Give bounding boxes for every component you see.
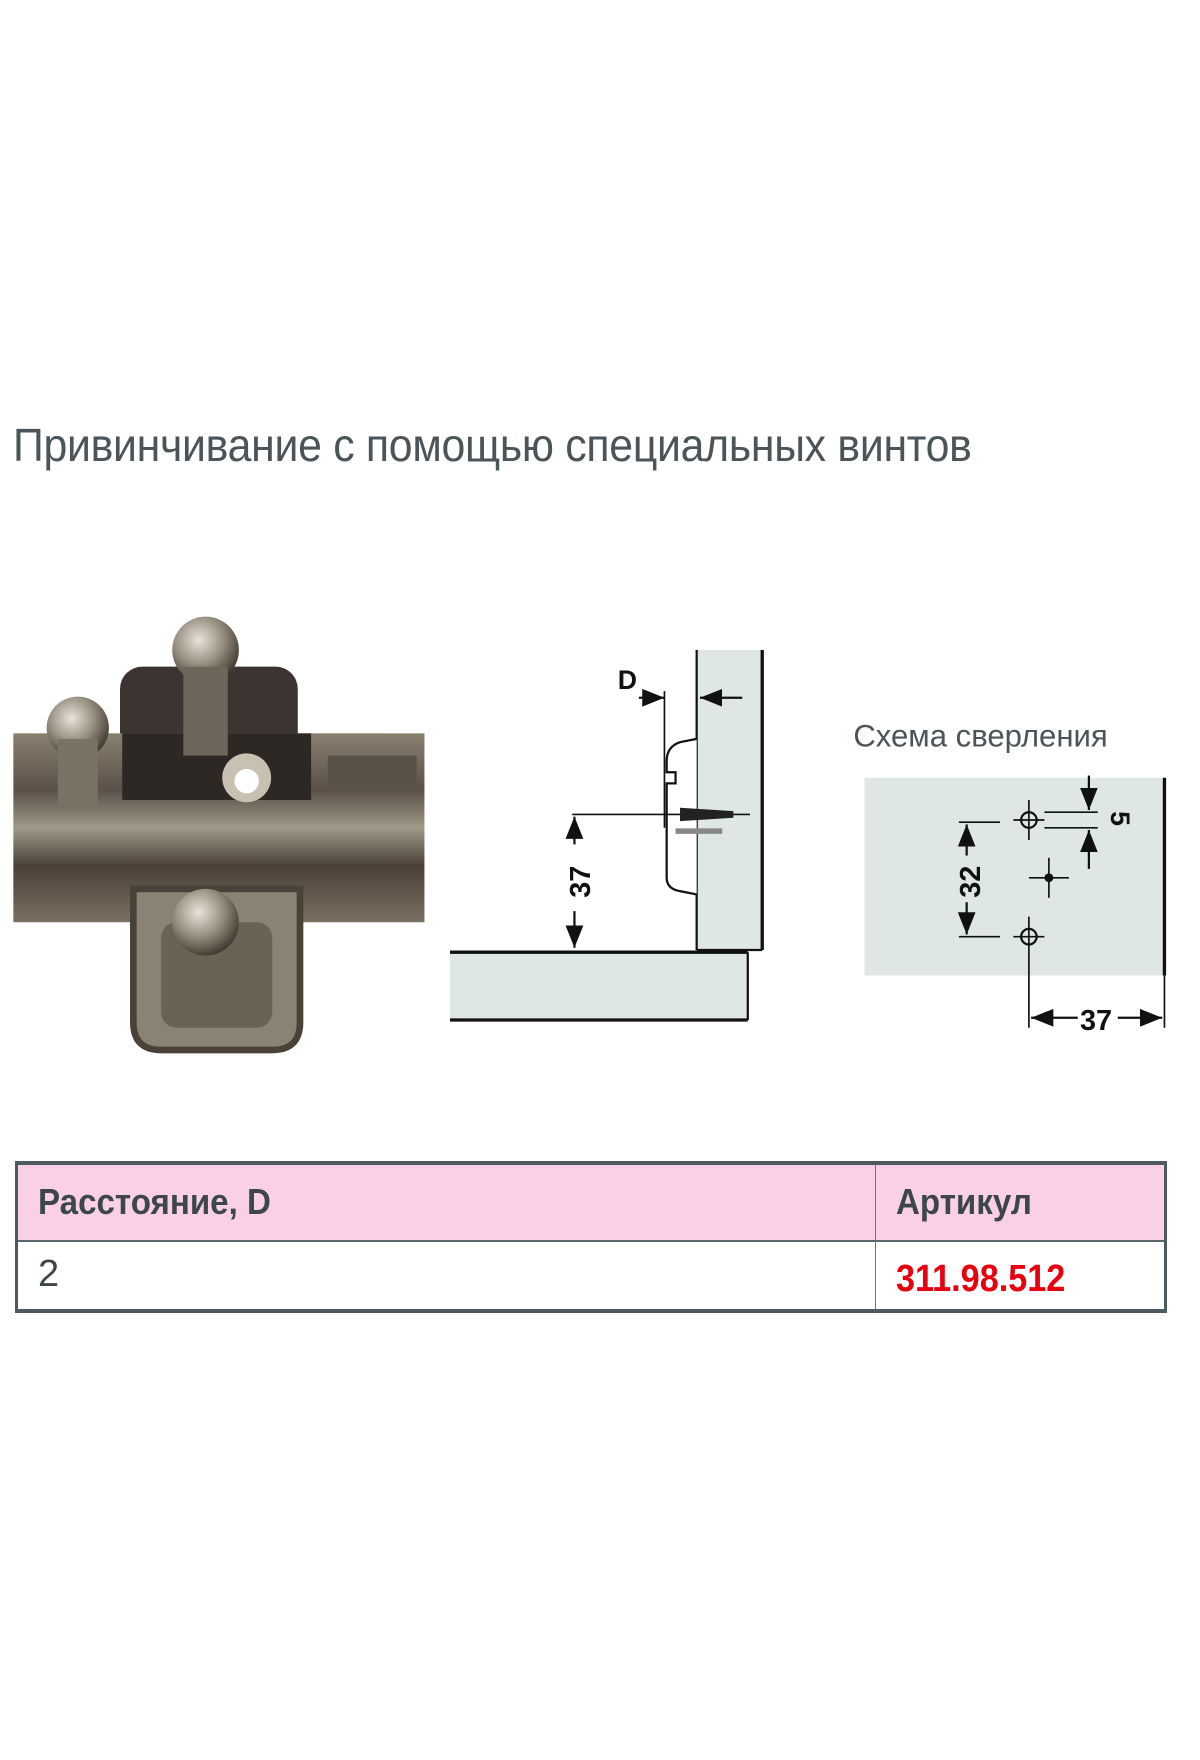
cell-article[interactable]: 311.98.512	[896, 1258, 1066, 1300]
edge-distance-dim: 37	[1080, 1005, 1112, 1037]
height-dim-37: 37	[565, 866, 597, 898]
mounting-plate-photo	[13, 616, 425, 1054]
page-title: Привинчивание с помощью специальных винт…	[13, 419, 972, 471]
side-section-diagram: D 37	[450, 650, 764, 1022]
article-table: Расстояние, D Артикул 2 311.98.512	[15, 1161, 1167, 1313]
column-divider	[875, 1165, 876, 1309]
header-article: Артикул	[896, 1181, 1032, 1222]
table-header	[18, 1165, 1164, 1242]
drilling-scheme-title: Схема сверления	[853, 719, 1107, 754]
hole-diameter-dim: 5	[1105, 811, 1135, 826]
header-distance: Расстояние, D	[38, 1181, 271, 1222]
hole-spacing-dim: 32	[955, 866, 987, 898]
cell-distance: 2	[38, 1253, 60, 1295]
d-label: D	[618, 665, 637, 695]
drilling-scheme: Схема сверления 5 32 37	[853, 719, 1167, 1037]
